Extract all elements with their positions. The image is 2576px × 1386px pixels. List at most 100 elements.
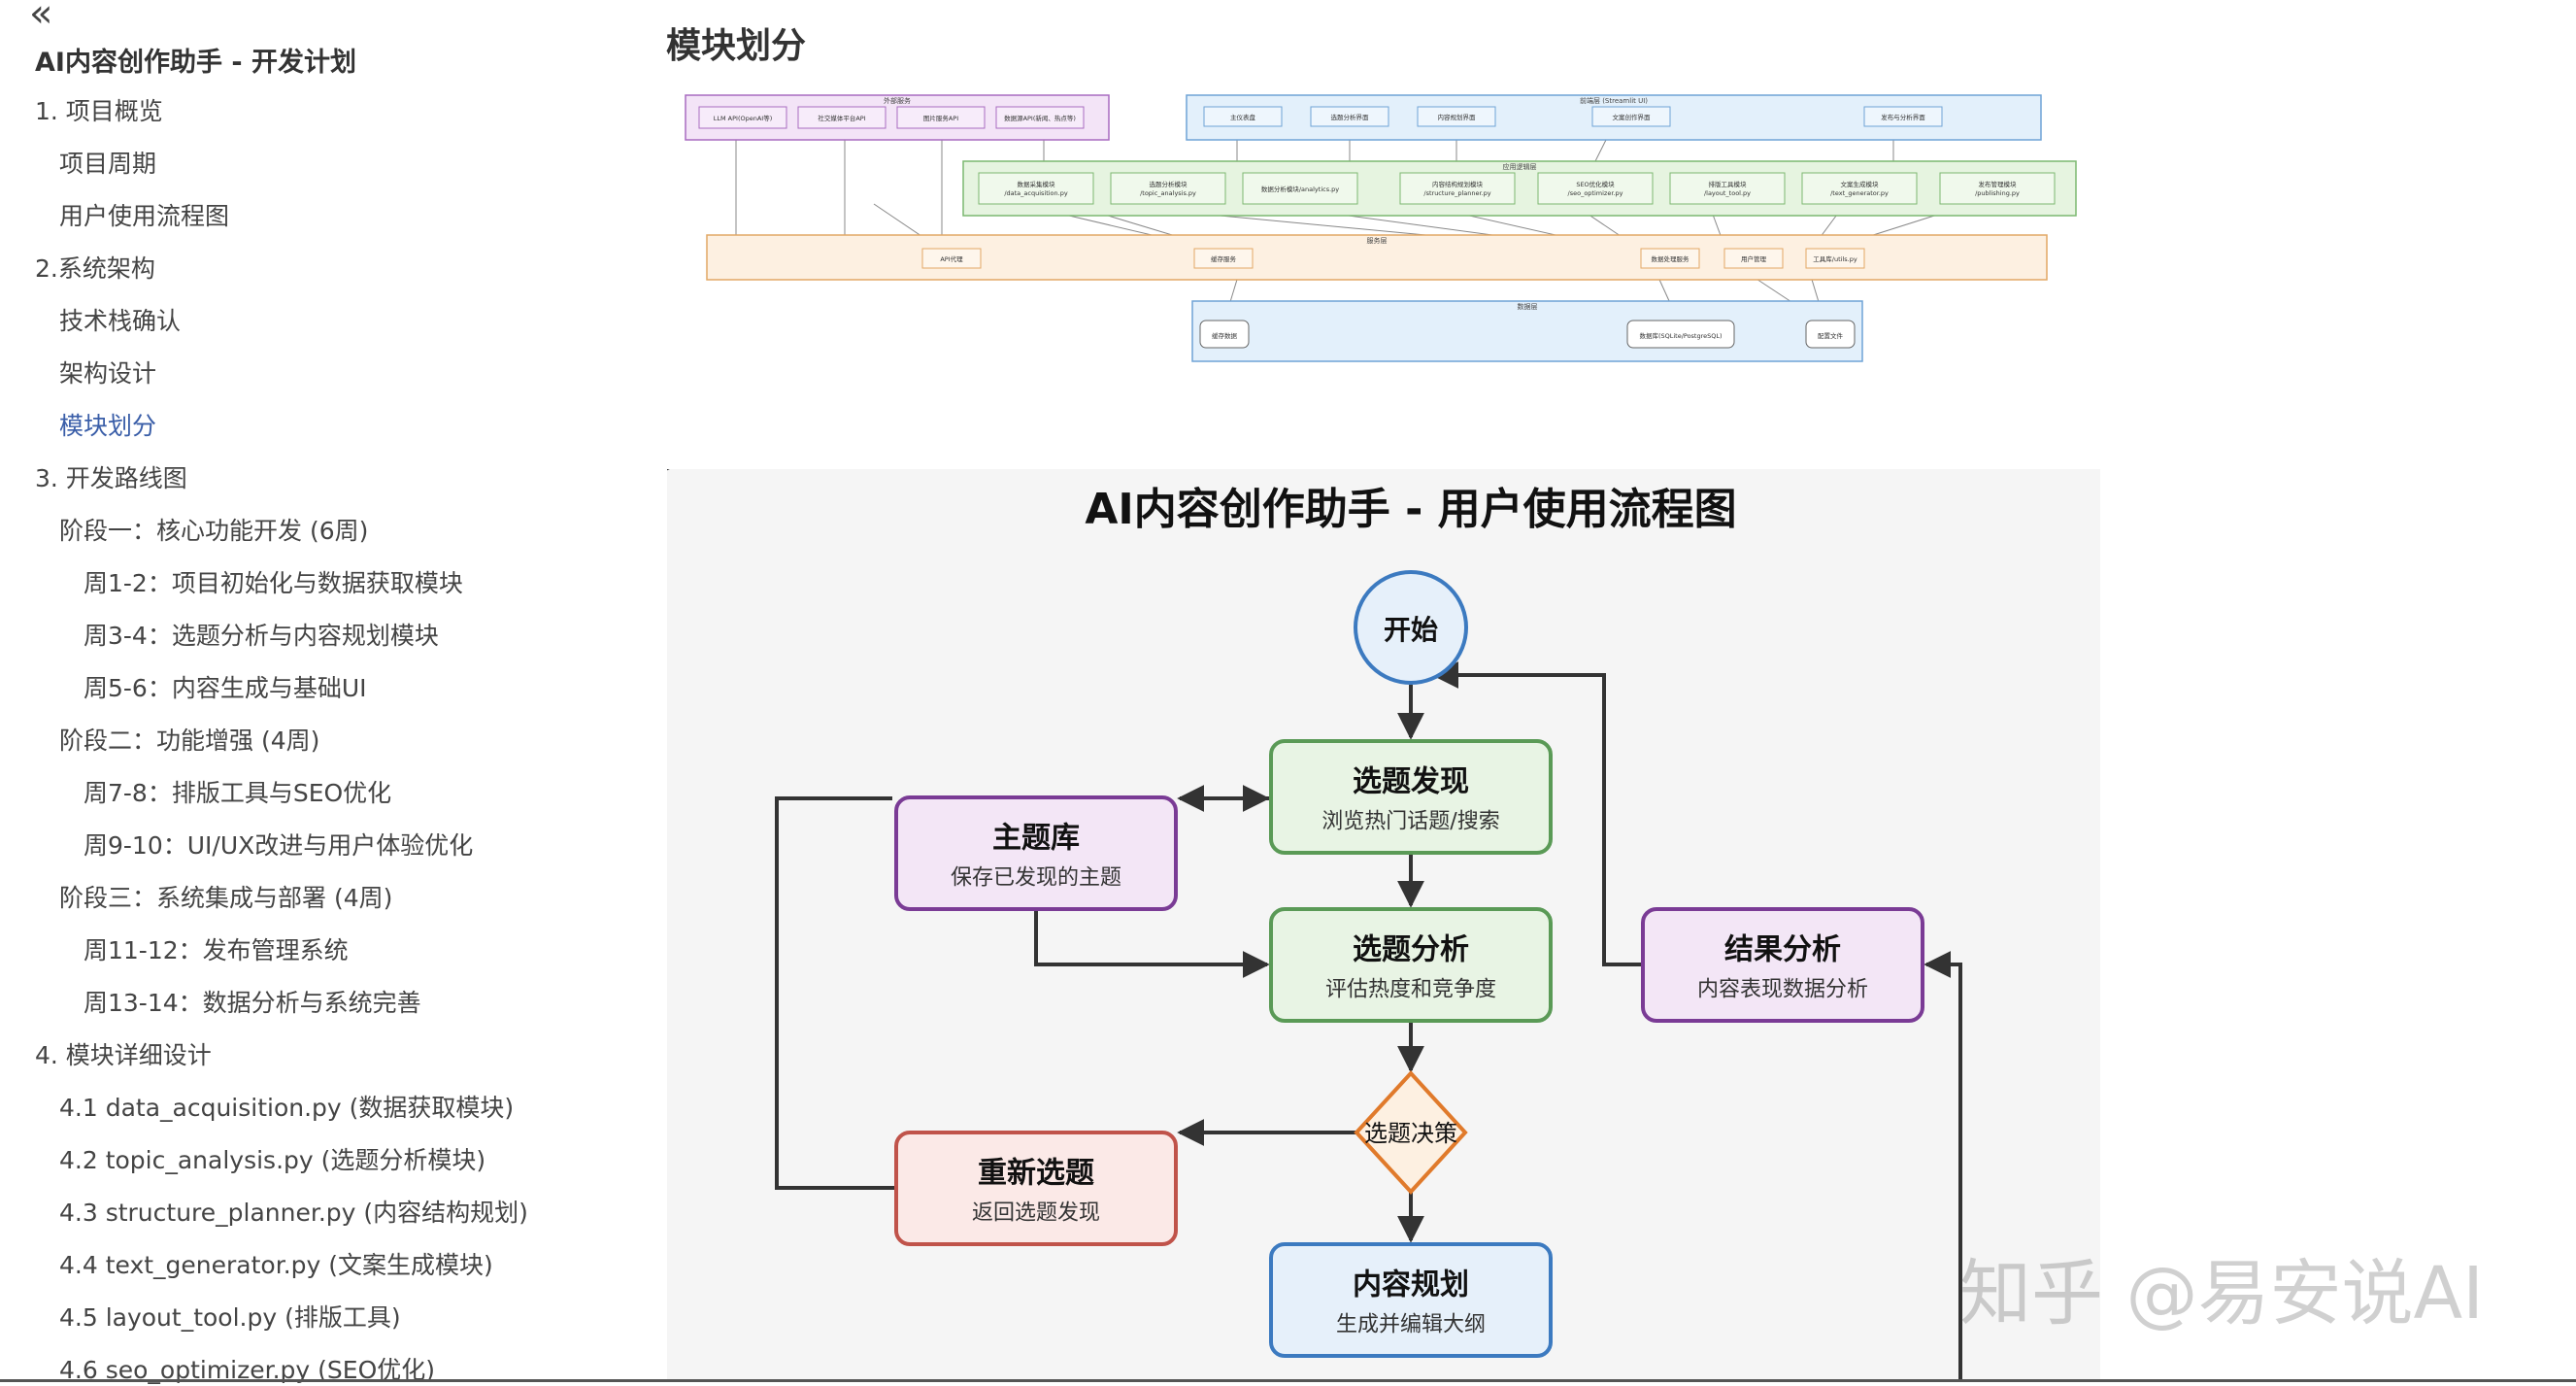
service-box-text: 用户管理: [1741, 254, 1767, 263]
toc-item[interactable]: 周7-8：排版工具与SEO优化: [84, 779, 392, 807]
app-module-box-text: 文案生成模块: [1841, 180, 1880, 188]
toc-item[interactable]: 4.2 topic_analysis.py (选题分析模块): [59, 1146, 486, 1174]
ui-box-text: 主仪表盘: [1230, 113, 1256, 121]
topic-decision-node[interactable]: 选题决策: [1354, 1070, 1468, 1195]
ui-box: [1310, 106, 1389, 127]
toc-item[interactable]: 4.3 structure_planner.py (内容结构规划): [59, 1199, 528, 1227]
toc-item[interactable]: 阶段二：功能增强 (4周): [59, 727, 320, 755]
toc-item[interactable]: 架构设计: [59, 359, 157, 388]
flow-chart-title: AI内容创作助手 - 用户使用流程图: [1085, 485, 1736, 534]
toc-item[interactable]: 2.系统架构: [35, 254, 155, 283]
app-module-box-text: 数据分析模块/analytics.py: [1261, 185, 1339, 193]
external-service-box-text: LLM API(OpenAI等): [714, 114, 773, 122]
ui-box-text: 内容规划界面: [1438, 113, 1477, 121]
topic-decision-label: 选题决策: [1364, 1120, 1457, 1147]
content-planning-node-title: 内容规划: [1353, 1268, 1469, 1302]
toc-item[interactable]: 周11-12：发布管理系统: [84, 936, 349, 964]
data-store-label: 配置文件: [1818, 331, 1844, 340]
section-heading: 模块划分: [666, 26, 807, 66]
toc-item[interactable]: 4. 模块详细设计: [35, 1041, 212, 1069]
app-module-box-text: /structure_planner.py: [1423, 189, 1490, 197]
ui-box-text: 文案创作界面: [1613, 113, 1652, 121]
external-service-box: [896, 106, 986, 129]
toc-title[interactable]: AI内容创作助手 - 开发计划: [35, 48, 356, 78]
toc-item[interactable]: 阶段三：系统集成与部署 (4周): [59, 884, 393, 912]
toc-sidebar: « AI内容创作助手 - 开发计划 1. 项目概览项目周期用户使用流程图 2.系统…: [0, 0, 621, 1384]
toc-item[interactable]: 4.1 data_acquisition.py (数据获取模块): [59, 1094, 515, 1122]
ui-box-text: 发布与分析界面: [1881, 113, 1925, 121]
toc-item[interactable]: 周1-2：项目初始化与数据获取模块: [84, 569, 463, 597]
ui-box: [1203, 106, 1283, 127]
data-store-cylinder: [1626, 320, 1735, 349]
toc-item[interactable]: 周9-10：UI/UX改进与用户体验优化: [84, 831, 474, 860]
ui-box-text: 选题分析界面: [1331, 113, 1370, 121]
app-module-box-text: 数据采集模块: [1018, 180, 1056, 188]
app-module-box-text: 内容结构规划模块: [1432, 180, 1484, 188]
toc-item[interactable]: 技术栈确认: [59, 307, 182, 335]
result-analysis-node-title: 结果分析: [1724, 933, 1841, 967]
data-store-cylinder: [1199, 320, 1250, 349]
app-module-box-text: 排版工具模块: [1709, 180, 1748, 188]
topic-library-node-desc: 保存已发现的主题: [951, 866, 1121, 891]
app-module-box: [1399, 172, 1516, 205]
app-module-box-text: /publishing.py: [1975, 189, 2020, 197]
app-module-box-text: /data_acquisition.py: [1004, 189, 1068, 197]
service-box: [921, 248, 982, 269]
data-store-label: 缓存数据: [1212, 331, 1238, 340]
app-module-box-text: 发布管理模块: [1979, 180, 2018, 188]
app-module-box-text: 选题分析模块: [1150, 180, 1188, 188]
topic-discovery-node-desc: 浏览热门话题/搜索: [1321, 810, 1499, 834]
topic-analysis-node-title: 选题分析: [1353, 933, 1469, 967]
app-module-box: [1537, 172, 1654, 205]
app-module-box-text: SEO优化模块: [1576, 180, 1615, 188]
app-module-box: [1110, 172, 1226, 205]
toc-item[interactable]: 阶段一：核心功能开发 (6周): [59, 517, 369, 545]
data-layer-group-label: 数据层: [1518, 302, 1538, 311]
toc-item[interactable]: 用户使用流程图: [59, 202, 230, 230]
result-analysis-node-desc: 内容表现数据分析: [1697, 978, 1868, 1002]
data-layer-group: [1191, 300, 1863, 362]
app-module-box-text: /text_generator.py: [1830, 189, 1889, 197]
app-layer-group-label: 应用逻辑层: [1503, 162, 1537, 171]
toc-item[interactable]: 项目周期: [59, 150, 157, 178]
start-node[interactable]: 开始: [1354, 570, 1468, 685]
external-service-box-text: 图片服务API: [923, 114, 958, 122]
app-module-box-text: /seo_optimizer.py: [1568, 189, 1623, 197]
toc-item[interactable]: 周5-6：内容生成与基础UI: [84, 674, 367, 702]
toc-item[interactable]: 4.5 layout_tool.py (排版工具): [59, 1303, 401, 1332]
app-module-box-text: /topic_analysis.py: [1140, 189, 1196, 197]
service-box-text: 数据处理服务: [1652, 254, 1690, 263]
data-store-label: 数据库(SQLite/PostgreSQL): [1639, 331, 1722, 340]
external-service-box-text: 社交媒体平台API: [818, 114, 865, 122]
start-node-label: 开始: [1384, 614, 1438, 646]
data-store-cylinder: [1805, 320, 1856, 349]
service-box: [1640, 248, 1700, 269]
reselect-topic-node-title: 重新选题: [978, 1157, 1094, 1191]
service-box-text: 缓存服务: [1211, 254, 1237, 263]
external-service-box: [698, 106, 787, 129]
collapse-sidebar-icon[interactable]: «: [29, 0, 53, 36]
external-service-box: [995, 106, 1085, 129]
bottom-divider: [0, 1379, 2576, 1382]
topic-analysis-node-desc: 评估热度和竞争度: [1325, 978, 1496, 1002]
service-box: [1805, 248, 1865, 269]
content-planning-node-desc: 生成并编辑大纲: [1336, 1313, 1486, 1337]
toc-item[interactable]: 模块划分: [59, 412, 157, 440]
toc-item[interactable]: 1. 项目概览: [35, 97, 163, 125]
ui-box: [1417, 106, 1496, 127]
toc-item[interactable]: 3. 开发路线图: [35, 464, 187, 492]
app-module-box: [1669, 172, 1786, 205]
ui-box: [1863, 106, 1943, 127]
reselect-topic-node-desc: 返回选题发现: [972, 1201, 1100, 1226]
user-flow-chart-panel: 开始选题发现浏览热门话题/搜索主题库保存已发现的主题选题分析评估热度和竞争度结果…: [667, 469, 2100, 1382]
toc-item[interactable]: 4.4 text_generator.py (文案生成模块): [59, 1251, 493, 1279]
external-service-box: [797, 106, 887, 129]
toc-item[interactable]: 周3-4：选题分析与内容规划模块: [84, 622, 439, 650]
toc-item[interactable]: 周13-14：数据分析与系统完善: [84, 989, 421, 1017]
